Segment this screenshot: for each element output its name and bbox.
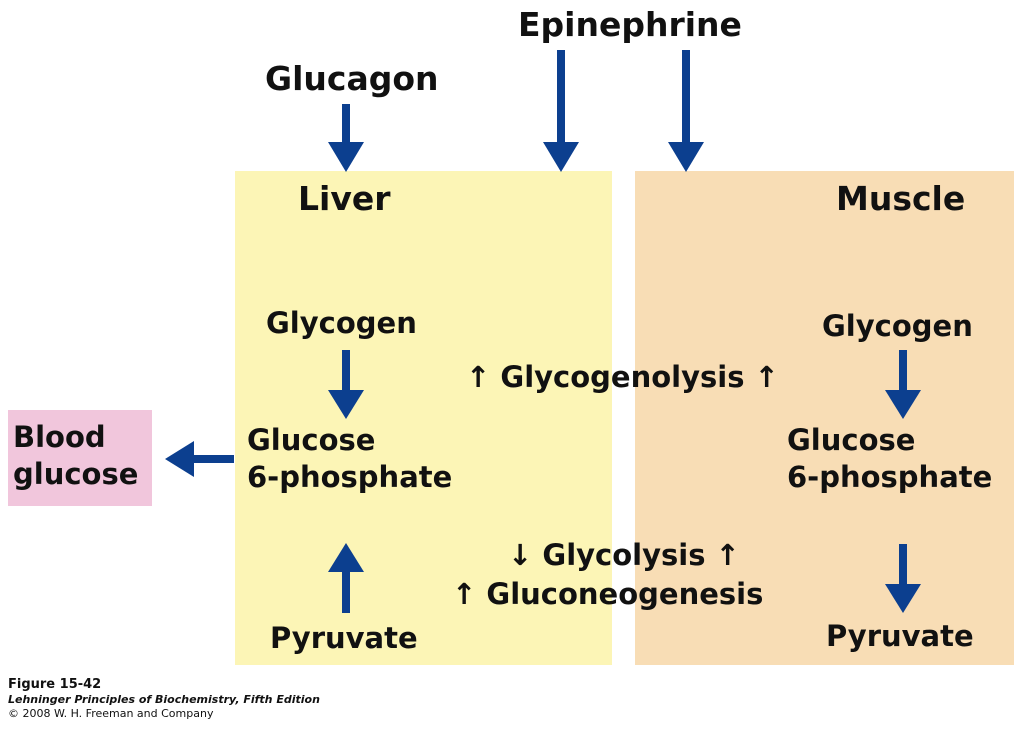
copyright-notice: © 2008 W. H. Freeman and Company: [8, 707, 214, 720]
liver-glycogen-label: Glycogen: [266, 306, 417, 340]
arrow-liver-pyruvate-to-g6p: [328, 543, 364, 613]
arrow-muscle-glycogen-to-g6p: [885, 350, 921, 419]
muscle-g6p-line1: Glucose: [787, 423, 916, 457]
glycolysis-label: ↓ Glycolysis ↑: [508, 538, 740, 572]
arrow-epinephrine-to-liver: [543, 50, 579, 172]
muscle-title: Muscle: [836, 179, 966, 218]
muscle-compartment: [635, 171, 1014, 665]
muscle-g6p-label: Glucose 6-phosphate: [787, 422, 992, 496]
liver-g6p-line1: Glucose: [247, 423, 376, 457]
figure-caption: Figure 15-42 Lehninger Principles of Bio…: [8, 677, 320, 721]
blood-glucose-label: Blood glucose: [13, 419, 138, 493]
liver-g6p-label: Glucose 6-phosphate: [247, 422, 452, 496]
liver-title: Liver: [298, 179, 391, 218]
muscle-glycogen-label: Glycogen: [822, 309, 973, 343]
arrow-epinephrine-to-muscle: [668, 50, 704, 172]
arrow-muscle-g6p-to-pyruvate: [885, 544, 921, 613]
blood-glucose-box: [8, 410, 152, 506]
epinephrine-label: Epinephrine: [518, 5, 742, 44]
book-title: Lehninger Principles of Biochemistry, Fi…: [8, 693, 320, 707]
arrow-g6p-to-blood-glucose: [165, 441, 234, 477]
arrow-liver-glycogen-to-g6p: [328, 350, 364, 419]
liver-compartment: [235, 171, 612, 665]
muscle-g6p-line2: 6-phosphate: [787, 460, 993, 494]
liver-pyruvate-label: Pyruvate: [270, 621, 418, 655]
blood-glucose-line1: Blood: [13, 420, 106, 454]
glucagon-label: Glucagon: [265, 59, 439, 98]
glycogenolysis-label: ↑ Glycogenolysis ↑: [466, 360, 779, 394]
blood-glucose-line2: glucose: [13, 457, 139, 491]
figure-number: Figure 15-42: [8, 677, 102, 692]
liver-g6p-line2: 6-phosphate: [247, 460, 453, 494]
arrow-glucagon-to-liver: [328, 104, 364, 172]
muscle-pyruvate-label: Pyruvate: [826, 619, 974, 653]
gluconeogenesis-label: ↑ Gluconeogenesis: [452, 577, 764, 611]
